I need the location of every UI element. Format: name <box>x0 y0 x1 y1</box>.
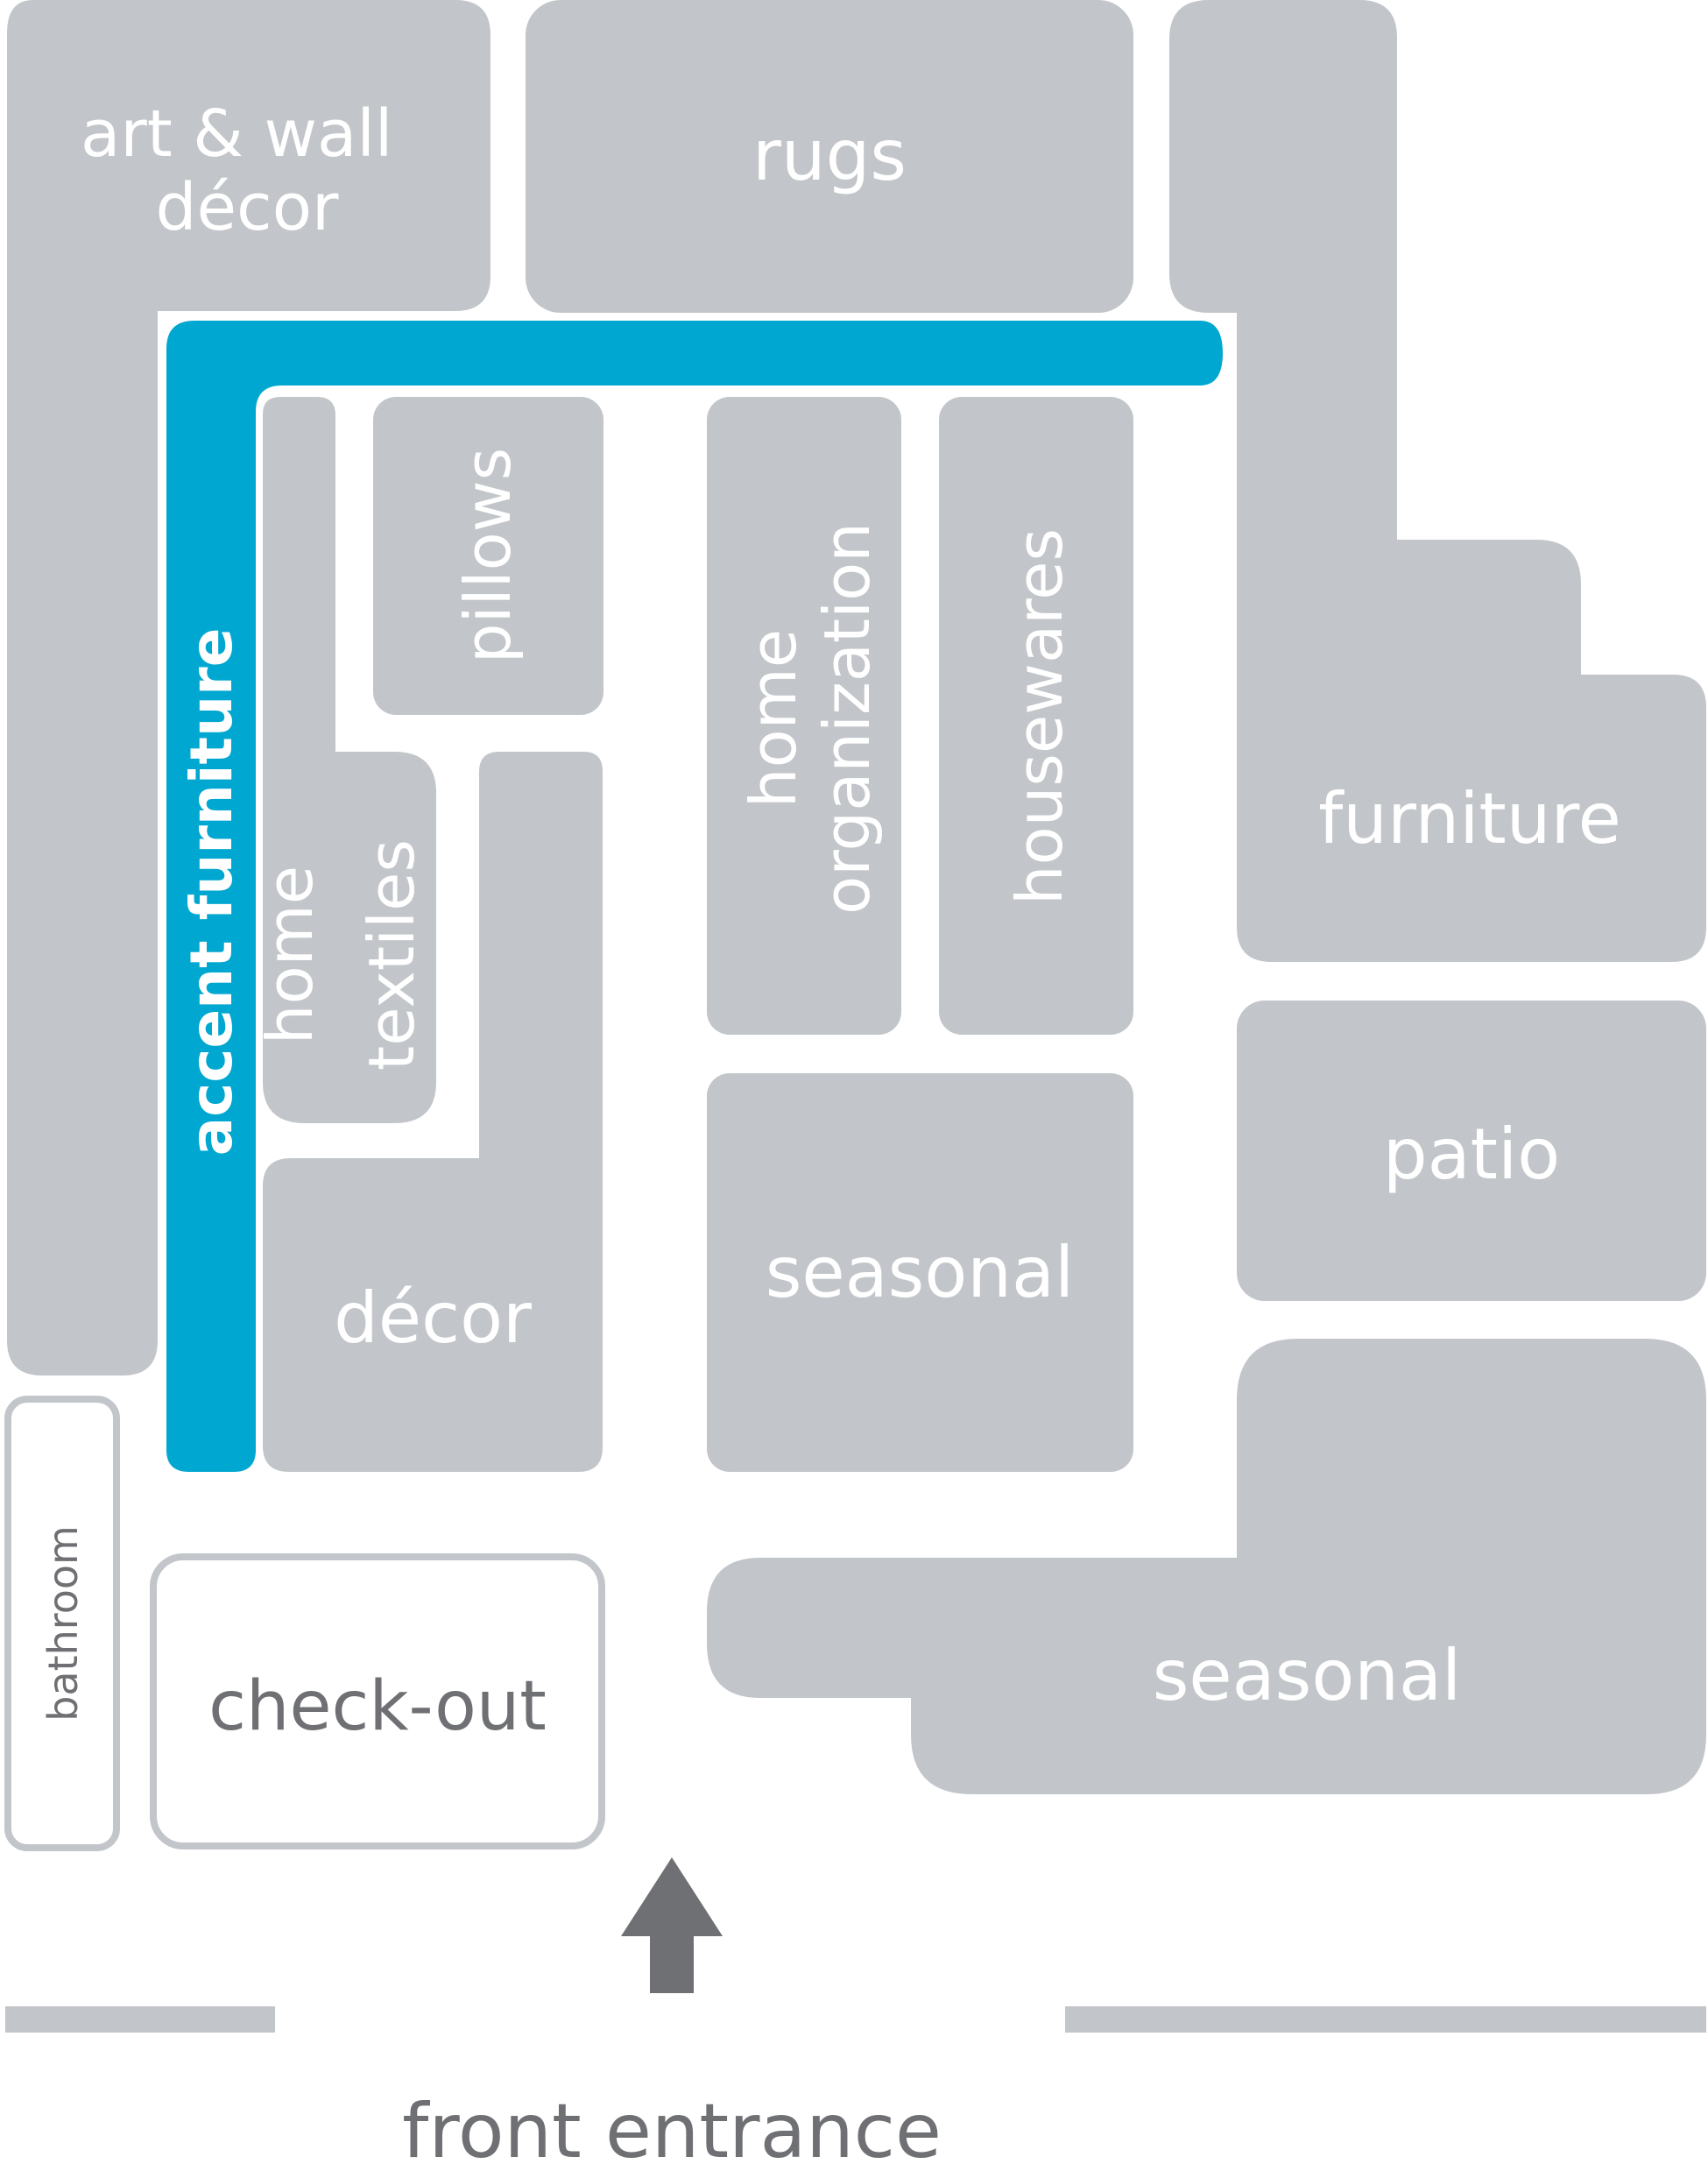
dept-rugs-label: rugs <box>752 115 907 196</box>
dept-art-wall-decor-label-2: décor <box>156 170 339 245</box>
svg-text:textiles: textiles <box>355 839 428 1071</box>
front-wall-left <box>5 2006 275 2033</box>
checkout-outline <box>150 1553 605 1849</box>
dept-patio[interactable]: patio <box>1237 1001 1706 1301</box>
dept-home-textiles-label-2: textiles <box>355 839 428 1071</box>
dept-decor-shape <box>263 752 603 1472</box>
dept-pillows[interactable]: pillows <box>373 397 603 715</box>
checkout-area[interactable]: check-out <box>150 1553 605 1849</box>
svg-text:home: home <box>737 629 810 808</box>
bathroom-outline <box>4 1396 120 1851</box>
dept-home-textiles-label-1: home <box>253 866 327 1044</box>
svg-text:home: home <box>253 866 327 1044</box>
dept-decor-label: décor <box>334 1277 532 1359</box>
dept-home-organization-shape <box>707 397 901 1035</box>
dept-housewares-shape <box>939 397 1133 1035</box>
dept-pillows-label: pillows <box>451 448 525 663</box>
front-wall-right <box>1065 2006 1706 2033</box>
dept-art-wall-decor[interactable]: art & wall décor <box>7 0 491 1375</box>
dept-home-organization-label-2: organization <box>810 522 884 915</box>
front-entrance-label: front entrance <box>402 2088 942 2164</box>
dept-home-textiles[interactable]: home textiles <box>253 397 436 1123</box>
dept-seasonal-right-shape <box>707 1339 1706 1794</box>
dept-home-organization-label-1: home <box>737 629 810 808</box>
dept-seasonal-center[interactable]: seasonal <box>707 1073 1133 1472</box>
dept-art-wall-decor-label-1: art & wall <box>81 96 393 172</box>
dept-furniture-label: furniture <box>1318 778 1621 859</box>
dept-rugs-shape <box>526 0 1133 313</box>
dept-furniture[interactable]: furniture <box>1169 0 1706 962</box>
dept-furniture-shape <box>1169 0 1706 962</box>
dept-patio-label: patio <box>1383 1114 1560 1195</box>
dept-accent-furniture-label: accent furniture <box>178 628 245 1156</box>
svg-text:organization: organization <box>810 522 884 915</box>
dept-seasonal-center-shape <box>707 1073 1133 1472</box>
dept-housewares-label: housewares <box>1003 528 1076 905</box>
dept-art-wall-decor-shape <box>7 0 491 1375</box>
dept-pillows-shape <box>373 397 603 715</box>
dept-rugs[interactable]: rugs <box>526 0 1133 313</box>
dept-accent-furniture[interactable]: accent furniture <box>166 321 1223 1472</box>
dept-seasonal-right-label: seasonal <box>1153 1635 1462 1716</box>
dept-seasonal-right[interactable]: seasonal <box>707 1339 1706 1794</box>
dept-home-organization[interactable]: home organization <box>707 397 901 1035</box>
dept-seasonal-center-label: seasonal <box>766 1232 1075 1313</box>
bathroom-area[interactable]: bathroom <box>4 1396 120 1851</box>
checkout-label: check-out <box>208 1667 547 1746</box>
svg-text:art & wall décor: art & wall décor <box>81 96 413 245</box>
dept-decor[interactable]: décor <box>263 752 603 1472</box>
dept-housewares[interactable]: housewares <box>939 397 1133 1035</box>
dept-home-textiles-shape <box>263 397 436 1123</box>
bathroom-label: bathroom <box>39 1525 87 1722</box>
up-arrow-icon <box>621 1857 723 1993</box>
dept-patio-shape <box>1237 1001 1706 1301</box>
